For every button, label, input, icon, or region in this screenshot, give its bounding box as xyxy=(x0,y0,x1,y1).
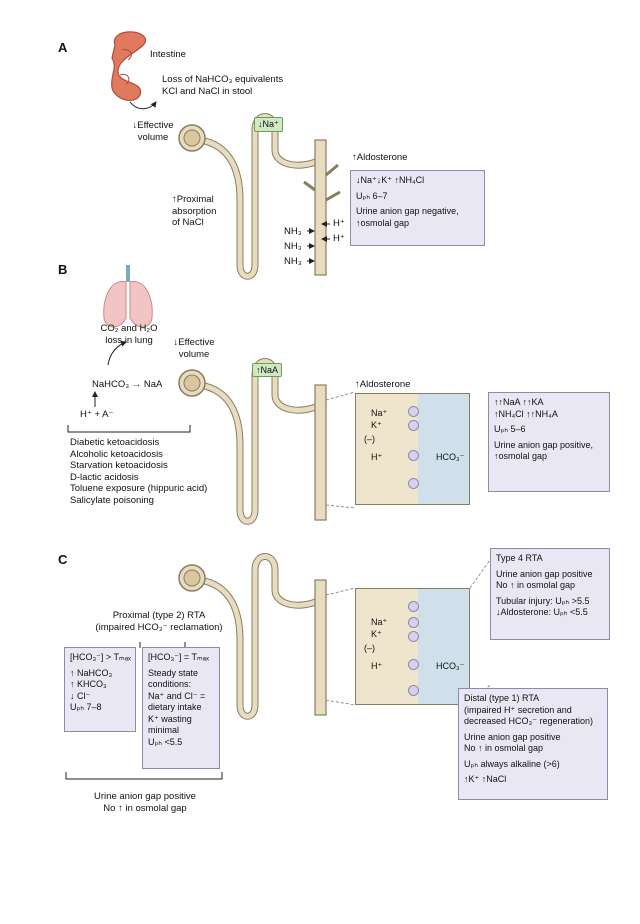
type4-rta-box: Type 4 RTA Urine anion gap positive No ↑… xyxy=(490,548,610,640)
aldosterone-b: ↑Aldosterone xyxy=(355,379,411,390)
collecting-duct-a xyxy=(314,139,327,276)
cell-zoom-b: Na⁺ K⁺ (–) H⁺ HCO₃⁻ xyxy=(355,393,470,505)
causes-list: Diabetic ketoacidosis Alcoholic ketoacid… xyxy=(70,437,207,506)
cell-zoom-c: Na⁺ K⁺ (–) H⁺ HCO₃⁻ xyxy=(355,588,470,705)
nephron-c xyxy=(196,553,324,720)
loss-line-2: KCl and NaCl in stool xyxy=(162,86,253,97)
cell-hco3-c: HCO₃⁻ xyxy=(436,661,465,671)
cause-item: Toluene exposure (hippuric acid) xyxy=(70,483,208,494)
cause-item: Diabetic ketoacidosis xyxy=(70,437,160,448)
nh3-2: NH₃ xyxy=(284,241,302,252)
box-hco3-equal-tmax: [HCO₃⁻] = Tₘₐₓ Steady state conditions: … xyxy=(142,647,220,769)
intestine-label: Intestine xyxy=(150,49,186,60)
cell-h-c: H⁺ xyxy=(371,661,383,671)
box-hco3-above-tmax: [HCO₃⁻] > Tₘₐₓ ↑ NaHCO₃ ↑ KHCO₃ ↓ Cl⁻ Uₚ… xyxy=(64,647,136,732)
cause-item: D-lactic acidosis xyxy=(70,471,139,483)
panel-a-letter: A xyxy=(58,40,68,55)
panel-a-info-box: ↓Na⁺↓K⁺ ↑NH₄Cl Uₚₕ 6–7 Urine anion gap n… xyxy=(350,170,485,246)
proximal-rta-label: Proximal (type 2) RTA(impaired HCO₃⁻ rec… xyxy=(95,610,223,633)
cause-item: Salicylate poisoning xyxy=(70,494,154,506)
aldosterone-a: ↑Aldosterone xyxy=(352,152,408,163)
cell-hco3-b: HCO₃⁻ xyxy=(436,452,465,462)
cell-k-b: K⁺ xyxy=(371,420,382,430)
collecting-duct-b xyxy=(314,384,327,521)
loss-line-1: Loss of NaHCO₃ equivalents xyxy=(162,74,284,85)
cell-na-c: Na⁺ xyxy=(371,617,388,627)
nh3-1: NH₃ xyxy=(284,226,302,237)
collecting-duct-c xyxy=(314,579,327,716)
distal-rta-box: Distal (type 1) RTA (impaired H⁺ secreti… xyxy=(458,688,608,800)
lung-icon xyxy=(103,265,153,328)
cause-item: Alcoholic ketoacidosis xyxy=(70,448,163,460)
cell-minus-c: (–) xyxy=(364,643,375,653)
panel-b-letter: B xyxy=(58,262,68,277)
na-box-a: ↓Na⁺ xyxy=(254,117,283,132)
naa-box: ↑NaA xyxy=(252,363,283,377)
h-ion-a-2: H⁺ xyxy=(333,233,345,244)
panel-b-info-box: ↑↑NaA ↑↑KA ↑NH₄Cl ↑↑NH₄A Uₚₕ 5–6 Urine a… xyxy=(488,392,610,492)
nephron-a xyxy=(196,113,324,280)
intestine-icon xyxy=(111,31,146,101)
panel-c-letter: C xyxy=(58,552,68,567)
h-plus-a: H⁺ + A⁻ xyxy=(80,409,114,420)
cell-h-b: H⁺ xyxy=(371,452,383,462)
cell-na-b: Na⁺ xyxy=(371,408,388,418)
h-ion-a-1: H⁺ xyxy=(333,218,345,229)
cell-k-c: K⁺ xyxy=(371,629,382,639)
nephron-b xyxy=(196,358,324,525)
nahco3-reaction: NaHCO₃ → NaA xyxy=(92,379,163,390)
nh3-3: NH₃ xyxy=(284,256,302,267)
cause-item: Starvation ketoacidosis xyxy=(70,460,168,471)
cell-minus-b: (–) xyxy=(364,434,375,444)
